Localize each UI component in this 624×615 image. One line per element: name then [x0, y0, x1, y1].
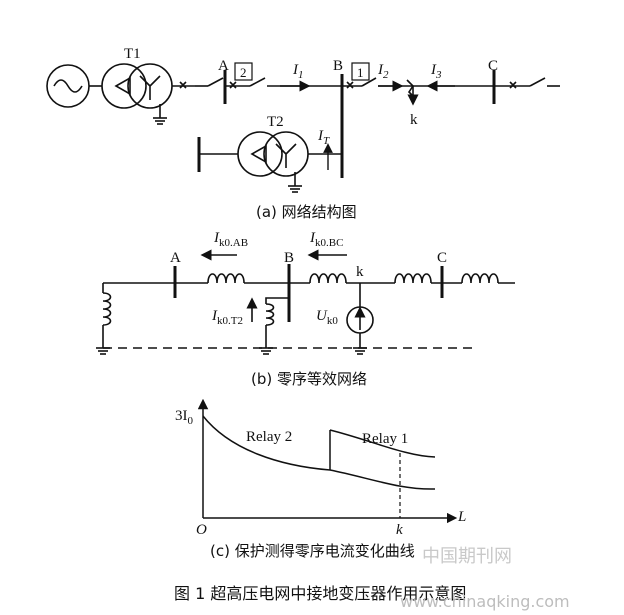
relay-box-1	[351, 62, 370, 81]
zs-label-c: C	[437, 250, 447, 266]
watermark-cn: 中国期刊网	[422, 546, 512, 567]
relay1-curve	[329, 429, 436, 458]
label-ik0bc: Ik0.BC	[309, 230, 343, 249]
y-axis-label: 3I0	[175, 408, 194, 427]
label-ik0t2: Ik0.T2	[211, 308, 243, 327]
inductor-ab-icon	[207, 273, 245, 284]
panel-b-zero-sequence	[96, 249, 515, 355]
transformer-t1-icon	[101, 63, 173, 125]
label-t2: T2	[267, 114, 284, 130]
relay2-lower-curve	[329, 469, 436, 490]
label-i2: I2	[377, 62, 389, 81]
k-tick-label: k	[396, 522, 403, 538]
label-i1: I1	[292, 62, 304, 81]
label-uk0: Uk0	[316, 308, 338, 327]
transformer-t2-icon	[237, 131, 309, 193]
label-box2: 2	[240, 65, 247, 80]
caption-c: (c) 保护测得零序电流变化曲线	[210, 542, 415, 560]
breaker-x-icon	[179, 81, 187, 89]
figure-caption: 图 1 超高压电网中接地变压器作用示意图	[174, 584, 467, 603]
watermark-url: www.chinaqking.com	[400, 592, 570, 611]
zs-label-b: B	[284, 250, 294, 266]
inductor-left-icon	[102, 292, 112, 326]
relay-box-2	[234, 62, 253, 81]
panel-c-curves	[197, 398, 458, 524]
x-axis-label: L	[457, 509, 466, 525]
caption-b: (b) 零序等效网络	[251, 370, 367, 388]
label-ik0ab: Ik0.AB	[213, 230, 248, 249]
caption-a: (a) 网络结构图	[256, 203, 357, 221]
label-it: IT	[317, 128, 330, 147]
relay2-curve	[202, 415, 331, 471]
zs-label-k: k	[356, 264, 364, 280]
label-i3: I3	[430, 62, 442, 81]
panel-a-network	[46, 62, 560, 193]
generator-icon	[46, 64, 90, 108]
relay2-label: Relay 2	[246, 429, 292, 445]
label-k-a: k	[410, 112, 418, 128]
label-box1: 1	[357, 65, 364, 80]
zs-label-a: A	[170, 250, 181, 266]
inductor-bc-icon	[309, 273, 347, 284]
inductor-right-icon	[461, 273, 499, 284]
label-a: A	[218, 58, 229, 74]
inductor-kc-icon	[394, 273, 432, 284]
relay1-label: Relay 1	[362, 431, 408, 447]
label-t1: T1	[124, 46, 141, 62]
label-b: B	[333, 58, 343, 74]
inductor-t2-icon	[265, 303, 275, 326]
origin-label: O	[196, 522, 207, 538]
label-c: C	[488, 58, 498, 74]
